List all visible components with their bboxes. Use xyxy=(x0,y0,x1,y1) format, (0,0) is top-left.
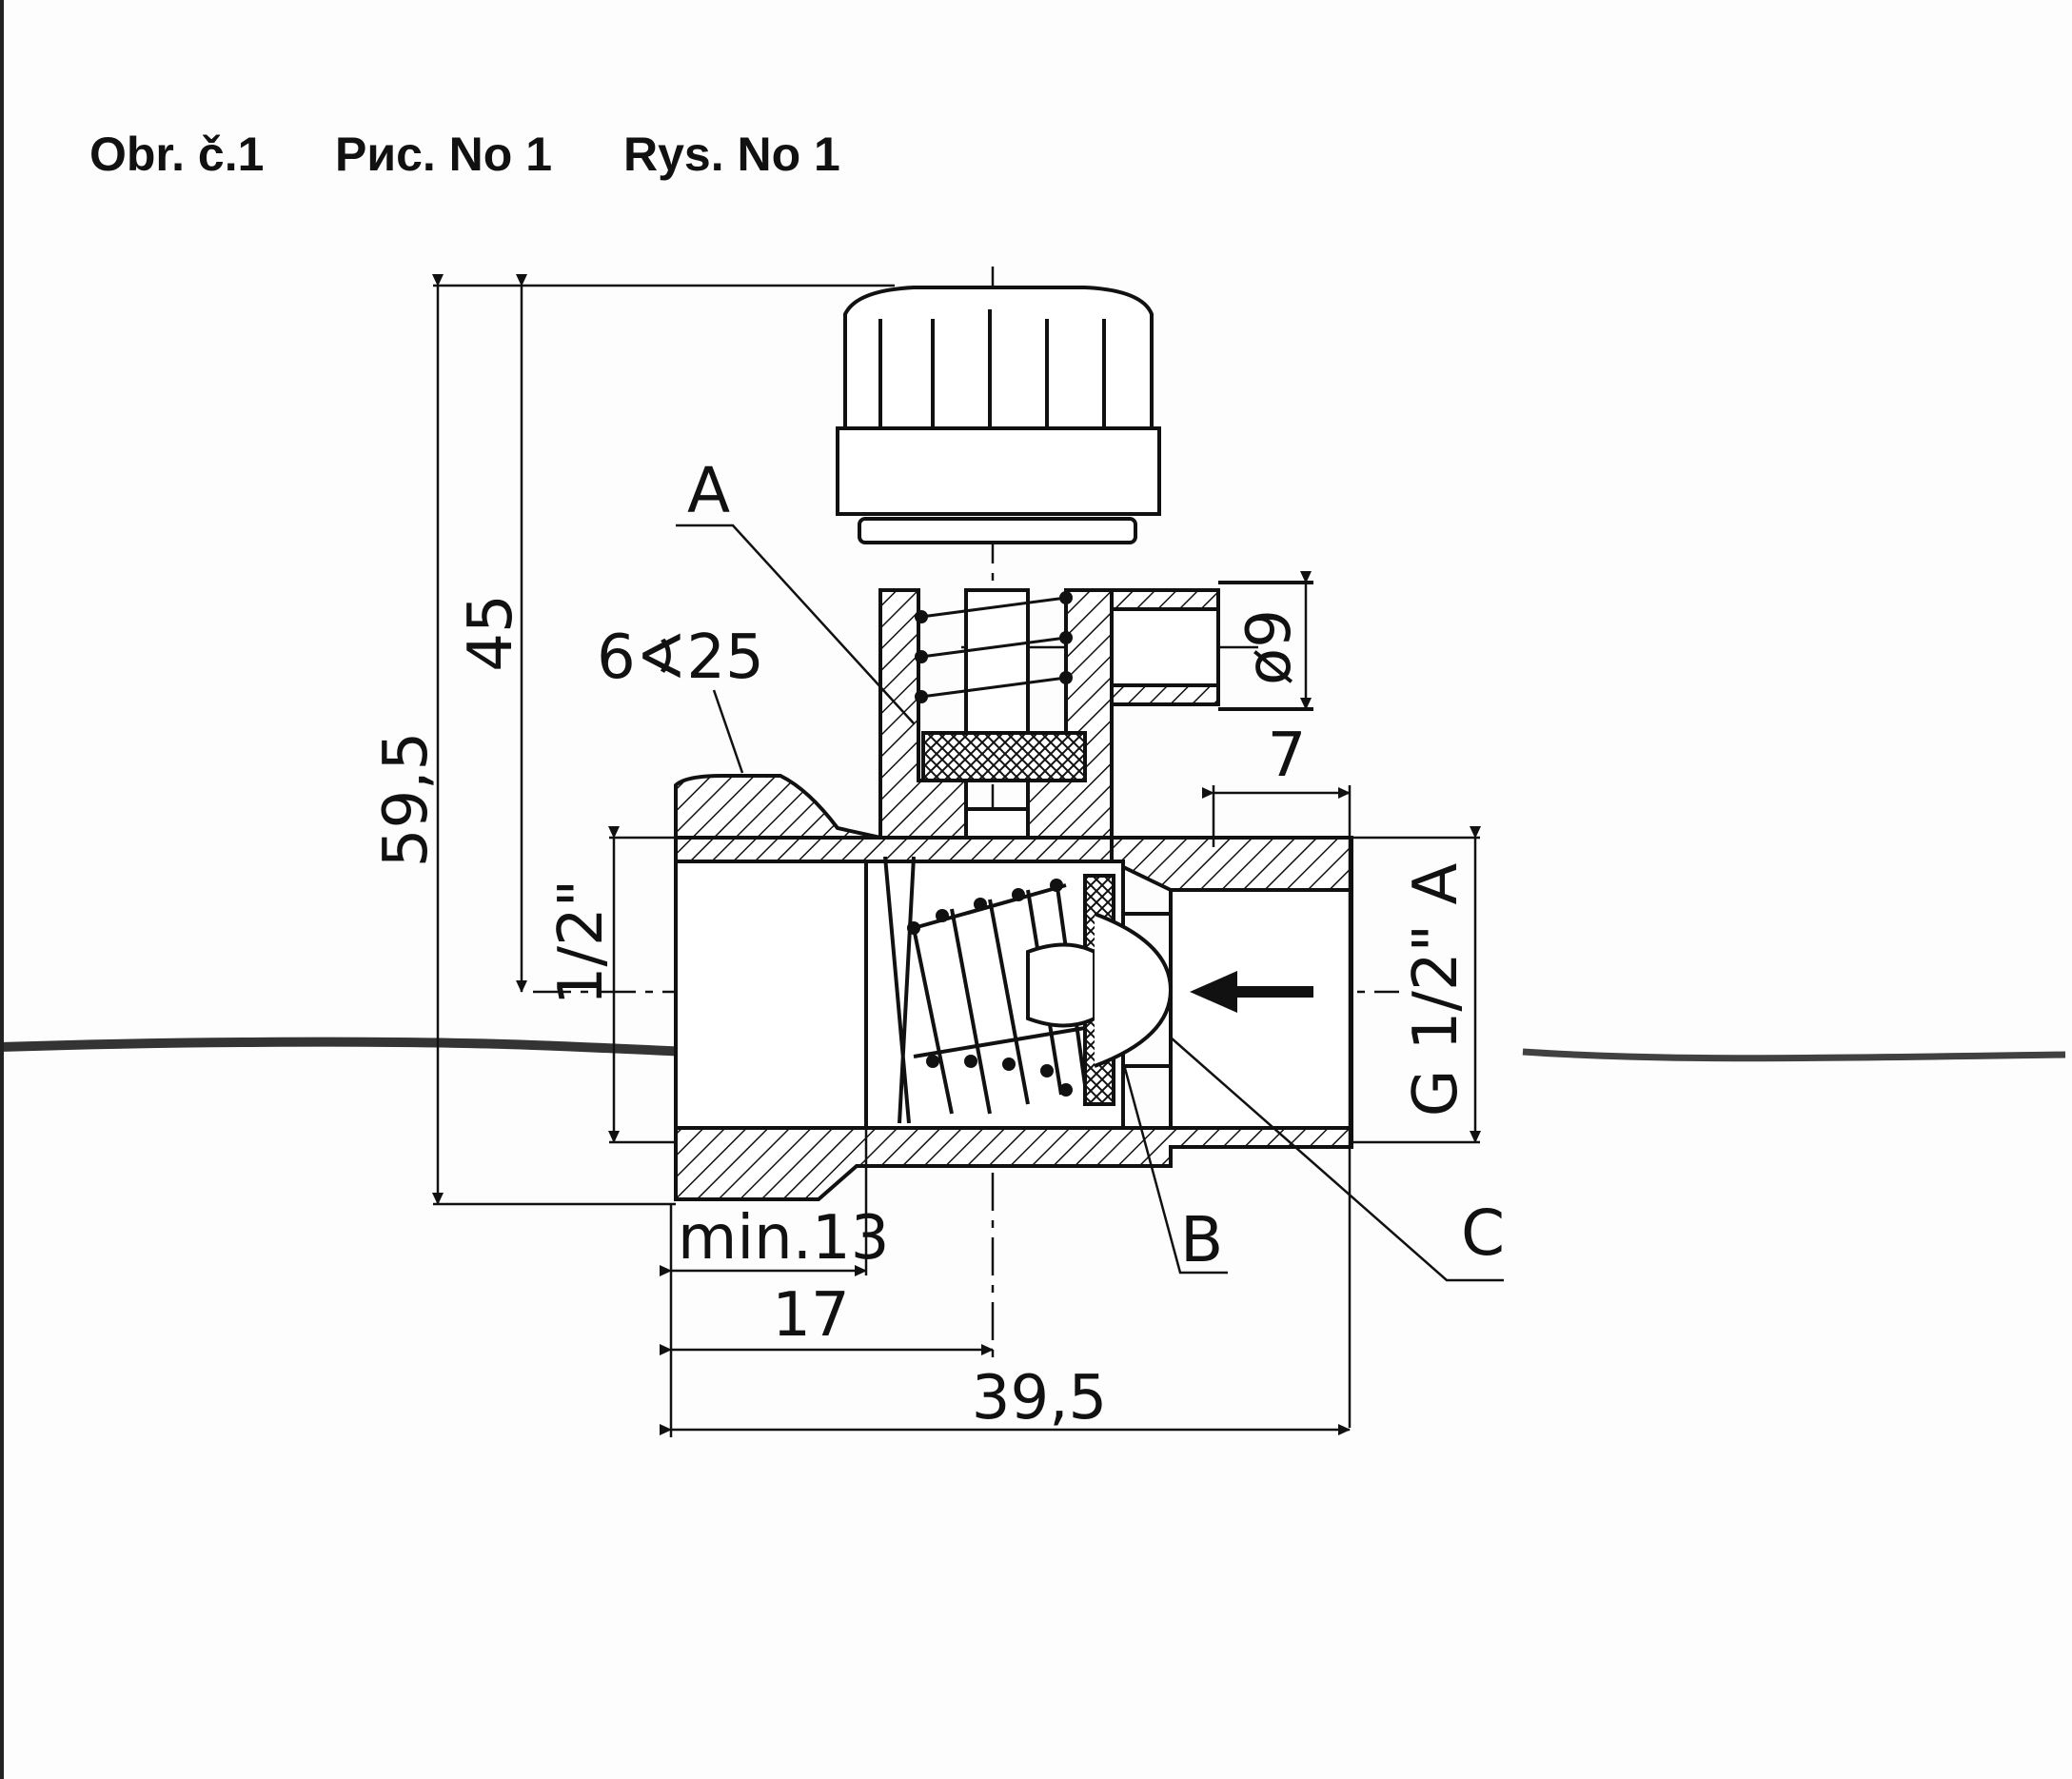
dim-outlet-thread: G 1/2" A xyxy=(1401,863,1471,1117)
lower-spring xyxy=(883,856,1087,1124)
upper-spring-wire xyxy=(920,596,1067,699)
valve-cap xyxy=(836,286,1161,544)
dim-total-height: 59,5 xyxy=(371,732,442,868)
dimension-labels: 59,5 45 1/2" G 1/2" A ø9 7 6∢25 min.13 1… xyxy=(371,594,1471,1433)
dim-side-port-diameter: ø9 xyxy=(1234,609,1305,685)
dimension-lines xyxy=(432,274,1504,1437)
callout-a: A xyxy=(687,454,730,527)
dim-inlet-thread: 1/2" xyxy=(546,880,617,1005)
dim-half-length: 17 xyxy=(772,1280,849,1351)
dim-side-port-offset: 7 xyxy=(1268,721,1307,791)
valve-bonnet xyxy=(878,581,1313,859)
dim-overall-length: 39,5 xyxy=(972,1363,1108,1433)
lower-spring-dots xyxy=(907,879,1073,1097)
figure-label-ru: Рис. No 1 xyxy=(335,128,553,181)
dim-angle: 6∢25 xyxy=(597,623,764,693)
figure-label-cz: Obr. č.1 xyxy=(89,128,265,181)
dim-axis-height: 45 xyxy=(456,594,526,671)
callout-b: B xyxy=(1180,1203,1223,1276)
flow-arrow-icon xyxy=(1190,971,1313,1013)
valve-disc xyxy=(1026,874,1174,1106)
dim-min-depth: min.13 xyxy=(678,1203,889,1274)
figure-label-pl: Rys. No 1 xyxy=(623,128,840,181)
callout-c: C xyxy=(1461,1196,1505,1270)
callout-letters: A B C xyxy=(687,454,1505,1276)
